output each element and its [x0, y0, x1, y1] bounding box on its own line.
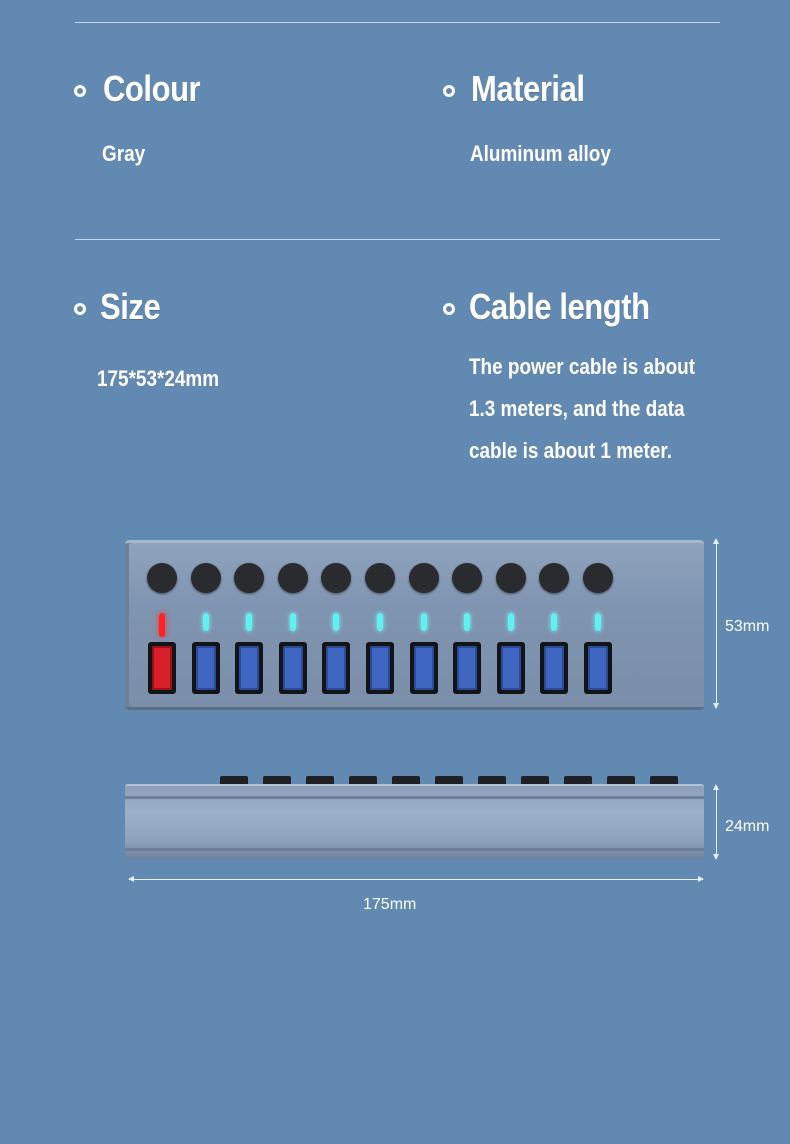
- side-ridge-bottom: [125, 848, 704, 851]
- width-label: 175mm: [363, 896, 417, 913]
- usb-port-insert: [588, 646, 608, 690]
- width-arrow-left-icon: [128, 876, 134, 882]
- usb-port: [584, 642, 612, 694]
- status-led: [246, 613, 253, 631]
- cable-line-3: cable is about 1 meter.: [469, 438, 672, 463]
- usb-port: [366, 642, 394, 694]
- usb-port: [453, 642, 482, 694]
- side-switch-button: [564, 776, 592, 785]
- status-led: [464, 613, 471, 631]
- usb-port-insert: [152, 646, 172, 690]
- usb-port: [496, 642, 525, 694]
- power-switch-button[interactable]: [452, 563, 483, 593]
- top-divider: [75, 22, 720, 23]
- cable-line-2: 1.3 meters, and the data: [469, 396, 685, 421]
- size-title: Size: [100, 286, 161, 327]
- power-switch-button[interactable]: [495, 563, 526, 593]
- height-label: 53mm: [725, 618, 770, 635]
- power-switch-button[interactable]: [190, 563, 221, 593]
- cable-bullet-icon: [443, 303, 455, 315]
- middle-divider: [75, 239, 720, 240]
- material-value: Aluminum alloy: [470, 141, 611, 166]
- status-led: [333, 613, 340, 631]
- side-switch-button: [220, 776, 248, 785]
- usb-port-insert: [239, 646, 260, 690]
- height-dimension-line: [716, 542, 717, 708]
- side-switch-button: [521, 776, 549, 785]
- status-led: [595, 613, 601, 631]
- cable-value: The power cable is about 1.3 meters, and…: [469, 346, 727, 472]
- usb-port-insert: [282, 646, 303, 690]
- status-led: [507, 613, 514, 631]
- usb-port-insert: [413, 646, 434, 690]
- usb-port-insert: [195, 646, 216, 690]
- status-led: [202, 613, 209, 631]
- usb-port: [322, 642, 351, 694]
- side-ridge-top: [125, 796, 704, 799]
- depth-dimension-line: [716, 788, 717, 858]
- usb-port-insert: [457, 646, 478, 690]
- side-switch-button: [263, 776, 291, 785]
- material-title: Material: [471, 68, 585, 109]
- power-switch-button[interactable]: [583, 563, 613, 593]
- cable-line-1: The power cable is about: [469, 354, 696, 379]
- usb-port-insert: [544, 646, 565, 690]
- material-bullet-icon: [443, 85, 455, 97]
- hub-side-view: [125, 784, 704, 859]
- power-switch-button[interactable]: [321, 563, 352, 593]
- power-switch-button[interactable]: [365, 563, 395, 593]
- usb-port: [191, 642, 220, 694]
- width-dimension-line: [132, 879, 700, 880]
- colour-value: Gray: [102, 141, 146, 166]
- side-switch-button: [349, 776, 377, 785]
- usb-port: [235, 642, 264, 694]
- side-switch-button: [607, 776, 635, 785]
- status-led: [377, 613, 383, 631]
- usb-port-insert: [370, 646, 390, 690]
- power-switch-button[interactable]: [539, 563, 570, 593]
- usb-port: [540, 642, 569, 694]
- depth-arrow-up-icon: [713, 784, 719, 790]
- depth-arrow-down-icon: [713, 854, 719, 860]
- side-switch-button: [650, 776, 678, 785]
- colour-title: Colour: [103, 68, 201, 109]
- status-led: [420, 613, 427, 631]
- width-arrow-right-icon: [698, 876, 704, 882]
- usb-port-insert: [326, 646, 347, 690]
- power-switch-button[interactable]: [277, 563, 308, 593]
- usb-port: [278, 642, 307, 694]
- height-arrow-down-icon: [713, 703, 719, 709]
- side-switch-button: [478, 776, 506, 785]
- side-switch-button: [306, 776, 334, 785]
- status-led-red: [159, 613, 165, 637]
- cable-title: Cable length: [469, 286, 650, 327]
- usb-port-charging: [148, 642, 176, 694]
- usb-port: [409, 642, 438, 694]
- power-switch-button[interactable]: [234, 563, 265, 593]
- usb-port-insert: [500, 646, 521, 690]
- power-switch-button[interactable]: [147, 563, 177, 593]
- hub-front-view: [125, 540, 704, 710]
- side-switch-button: [392, 776, 420, 785]
- side-switch-button: [435, 776, 463, 785]
- height-arrow-up-icon: [713, 538, 719, 544]
- depth-label: 24mm: [725, 818, 770, 835]
- power-switch-button[interactable]: [408, 563, 439, 593]
- status-led: [551, 613, 558, 631]
- size-bullet-icon: [74, 303, 86, 315]
- status-led: [289, 613, 296, 631]
- size-value: 175*53*24mm: [97, 366, 220, 391]
- colour-bullet-icon: [74, 85, 86, 97]
